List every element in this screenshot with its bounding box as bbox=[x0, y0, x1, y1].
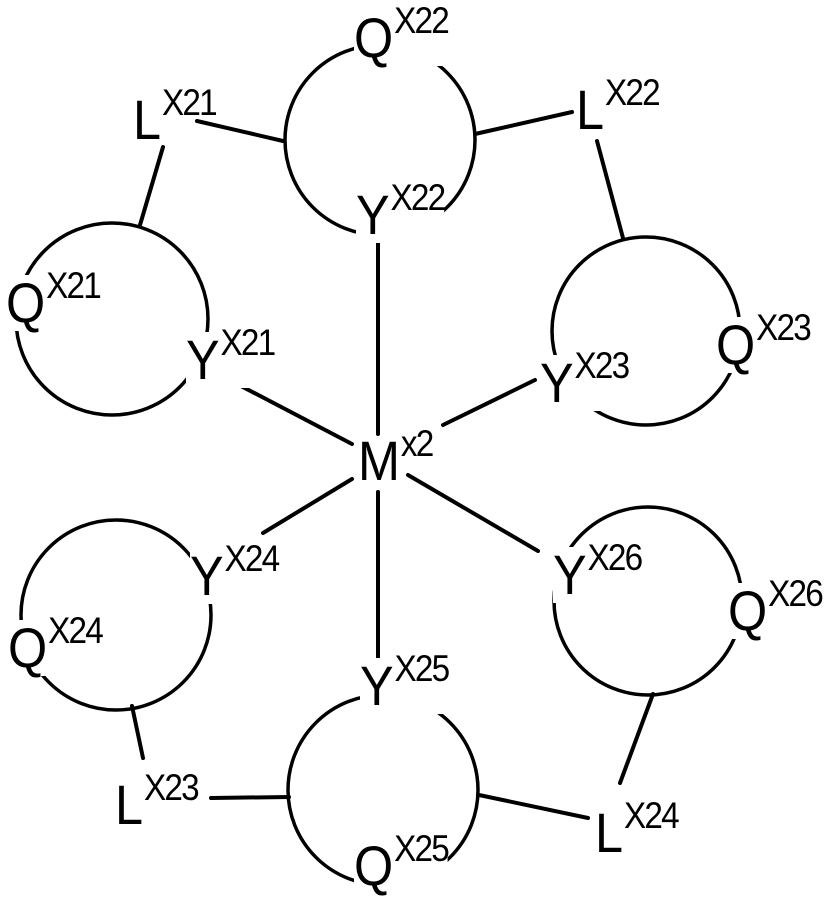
label-y-x26: YX26 bbox=[553, 539, 643, 606]
label-y-x26-base: Y bbox=[553, 543, 587, 606]
label-l-x23-base: L bbox=[115, 773, 143, 836]
label-y-x23: YX23 bbox=[540, 347, 630, 414]
bond-m-yx23 bbox=[441, 378, 537, 427]
label-l-x21-superscript: X21 bbox=[161, 82, 218, 123]
label-q-x21-superscript: X21 bbox=[46, 265, 102, 306]
label-l-x24-base: L bbox=[595, 801, 623, 864]
label-q-x21-base: Q bbox=[6, 271, 45, 334]
bond-ring-br-lx24 bbox=[618, 692, 655, 785]
bond-m-yx26 bbox=[406, 473, 540, 553]
label-y-x22-base: Y bbox=[356, 183, 390, 246]
bond-lx21-ring-left bbox=[138, 145, 165, 227]
label-q-x23-superscript: X23 bbox=[756, 307, 812, 348]
label-l-x22-superscript: X22 bbox=[604, 72, 661, 113]
label-l-x21: LX21 bbox=[133, 84, 218, 151]
label-l-x21-base: L bbox=[133, 88, 161, 151]
label-y-x24: YX24 bbox=[190, 540, 280, 607]
label-l-x22: LX22 bbox=[576, 74, 661, 141]
bond-ring-bl-lx23 bbox=[130, 704, 145, 760]
label-l-x23-superscript: X23 bbox=[143, 767, 200, 808]
label-q-x22: QX22 bbox=[354, 2, 450, 69]
label-m-x2-superscript: x2 bbox=[400, 423, 434, 464]
label-y-x23-superscript: X23 bbox=[574, 345, 631, 386]
label-q-x24-superscript: X24 bbox=[48, 610, 104, 651]
label-y-x21-base: Y bbox=[186, 328, 220, 391]
label-l-x23: LX23 bbox=[115, 769, 200, 836]
label-q-x25-superscript: X25 bbox=[394, 828, 450, 869]
bond-m-yx24 bbox=[261, 477, 354, 535]
label-q-x22-base: Q bbox=[354, 6, 393, 69]
label-y-x22: YX22 bbox=[356, 179, 446, 246]
label-q-x25: QX25 bbox=[354, 830, 450, 897]
label-q-x23-base: Q bbox=[716, 313, 755, 376]
label-y-x25: YX25 bbox=[360, 650, 450, 717]
label-q-x24-base: Q bbox=[8, 616, 47, 679]
label-l-x24-superscript: X24 bbox=[623, 795, 680, 836]
label-q-x25-base: Q bbox=[354, 834, 393, 897]
label-y-x22-superscript: X22 bbox=[390, 177, 447, 218]
ring-bottom-left bbox=[19, 518, 213, 712]
label-l-x24: LX24 bbox=[595, 797, 680, 864]
bond-lx22-ring-right bbox=[595, 139, 625, 240]
label-q-x22-superscript: X22 bbox=[394, 0, 450, 41]
label-y-x23-base: Y bbox=[540, 351, 574, 414]
label-y-x25-base: Y bbox=[360, 654, 394, 717]
label-m-x2-base: M bbox=[358, 429, 400, 492]
bond-lx21-ring-top bbox=[195, 119, 285, 143]
label-m-x2: Mx2 bbox=[358, 425, 434, 492]
bond-lx23-ring-bottom bbox=[209, 795, 291, 800]
label-q-x24: QX24 bbox=[8, 612, 104, 679]
label-y-x25-superscript: X25 bbox=[394, 648, 451, 689]
label-y-x21-superscript: X21 bbox=[220, 322, 277, 363]
label-q-x26-base: Q bbox=[728, 579, 767, 642]
label-y-x24-base: Y bbox=[190, 544, 224, 607]
label-y-x24-superscript: X24 bbox=[224, 538, 281, 579]
label-y-x26-superscript: X26 bbox=[587, 537, 644, 578]
label-q-x21: QX21 bbox=[6, 267, 102, 334]
label-q-x23: QX23 bbox=[716, 309, 812, 376]
label-l-x22-base: L bbox=[576, 78, 604, 141]
label-q-x26: QX26 bbox=[728, 575, 824, 642]
label-q-x26-superscript: X26 bbox=[768, 573, 824, 614]
bond-ring-bottom-lx24 bbox=[477, 793, 590, 820]
label-y-x21: YX21 bbox=[186, 324, 276, 391]
bond-ring-top-lx22 bbox=[473, 110, 574, 136]
